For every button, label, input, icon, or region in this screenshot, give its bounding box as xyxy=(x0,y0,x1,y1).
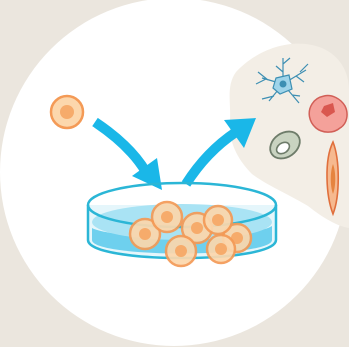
stem-cell-icon xyxy=(51,96,83,128)
dish-cell xyxy=(204,206,232,234)
red-tissue-cell-icon xyxy=(309,96,347,133)
dish-cell xyxy=(152,202,182,232)
dish-cell xyxy=(207,235,235,263)
dish-cell xyxy=(166,236,196,266)
